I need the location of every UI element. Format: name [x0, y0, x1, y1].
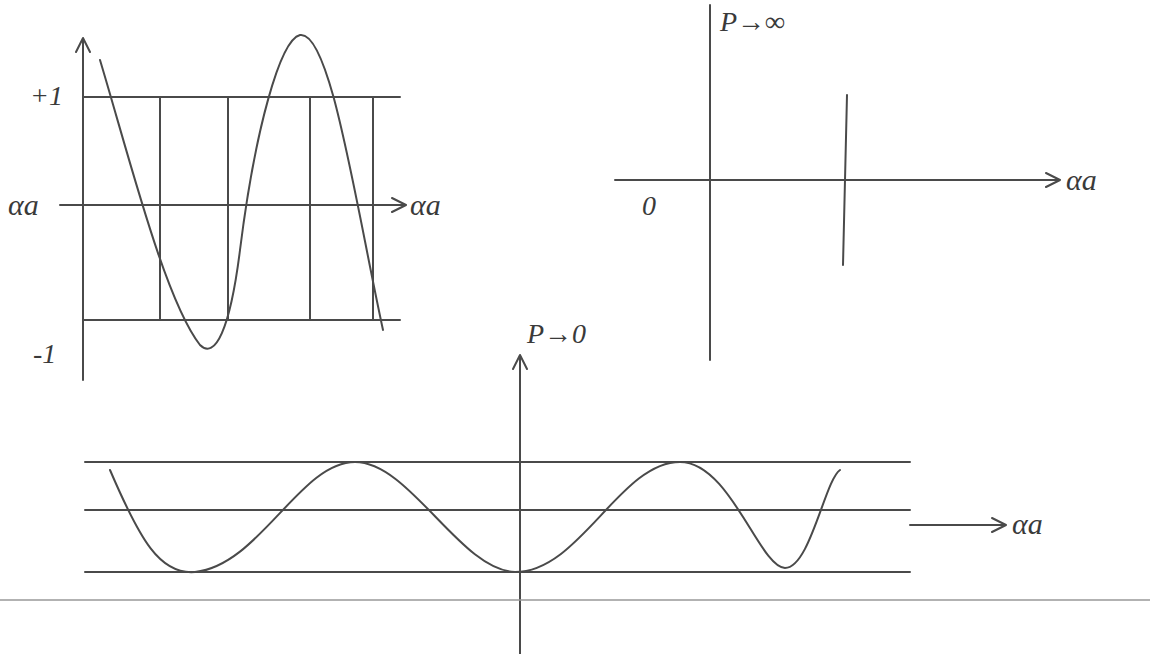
y-axis [513, 355, 527, 654]
curve [100, 35, 383, 349]
axis-label: αa [8, 190, 39, 220]
axis-label: αa [410, 190, 441, 220]
page-rule [0, 599, 1150, 601]
allowed-level [843, 95, 847, 265]
y-axis [76, 38, 90, 380]
y-axis [709, 5, 711, 360]
curve [110, 462, 840, 572]
x-axis [60, 198, 406, 212]
x-axis-arrow [910, 518, 1006, 532]
plus-one-line [83, 96, 400, 98]
axis-label: P→0 [527, 320, 586, 348]
axis-label: 0 [642, 192, 656, 220]
level-lines [85, 462, 910, 572]
axis-label: αa [1012, 509, 1043, 539]
axis-label: αa [1066, 165, 1097, 195]
axis-label: P→∞ [720, 8, 785, 36]
x-axis [615, 173, 1060, 187]
axis-label: +1 [30, 82, 63, 110]
axis-label: -1 [33, 340, 56, 368]
minus-one-line [83, 319, 400, 321]
